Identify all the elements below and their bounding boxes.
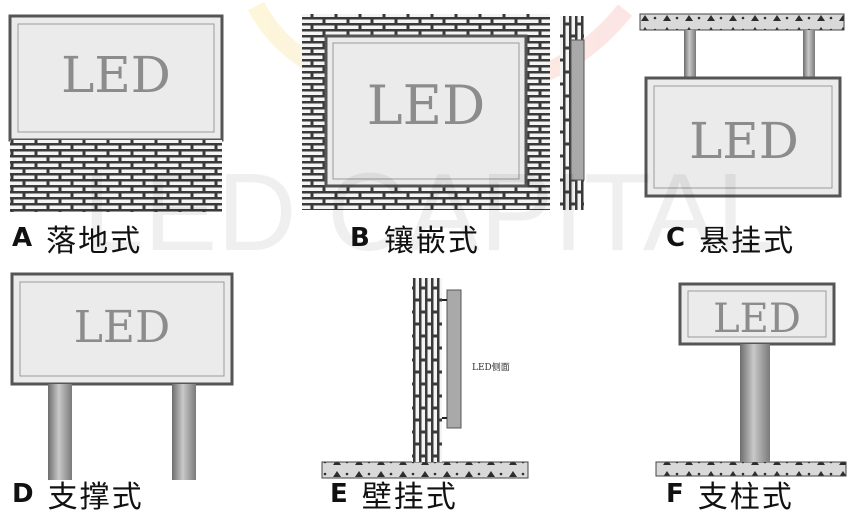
panel-b-side-screen xyxy=(570,39,585,181)
panel-d-letter: D xyxy=(12,479,34,509)
panel-c-caption: C 悬挂式 xyxy=(666,216,795,259)
panel-f-caption: F 支柱式 xyxy=(666,472,794,515)
panel-b-screen-text: LED xyxy=(367,74,486,137)
panel-c-screen xyxy=(644,76,842,198)
panel-a-illustration: LED xyxy=(8,14,224,212)
panel-c-label: 悬挂式 xyxy=(699,224,796,259)
panel-e-wall xyxy=(412,278,442,462)
panel-a-letter: A xyxy=(12,223,33,253)
panel-a-screen-text: LED xyxy=(61,46,171,104)
watermark-text: LED CAPITAL xyxy=(83,151,778,274)
panel-d-screen xyxy=(10,272,234,386)
panel-d-leg-left xyxy=(48,384,72,480)
panel-e-side-label: LED侧面 xyxy=(472,361,510,373)
panel-a-brick-base xyxy=(10,140,222,212)
panel-c-hanger-right xyxy=(803,30,815,78)
panel-d-illustration: LED xyxy=(10,272,234,480)
panel-c-screen-text: LED xyxy=(689,112,799,170)
panel-b-screen xyxy=(324,34,528,188)
panel-e-side-screen xyxy=(446,289,462,429)
panel-d-caption: D 支撑式 xyxy=(12,472,144,515)
panel-d-screen-text: LED xyxy=(74,302,171,353)
panel-c-hanger-left xyxy=(684,30,696,78)
panel-d-label: 支撑式 xyxy=(47,480,144,515)
panel-c-ceiling xyxy=(639,13,845,31)
panel-e-letter: E xyxy=(330,479,348,509)
panel-a-caption: A 落地式 xyxy=(12,216,142,259)
panel-b-label: 镶嵌式 xyxy=(383,224,480,259)
panel-e-label: 壁挂式 xyxy=(361,480,458,515)
panel-e-illustration: LED侧面 xyxy=(321,278,529,479)
panel-c-illustration: LED xyxy=(639,13,845,198)
panel-f-letter: F xyxy=(666,479,684,509)
panel-b-caption: B 镶嵌式 xyxy=(350,216,480,259)
panel-f-screen-text: LED xyxy=(713,296,801,342)
panel-c-letter: C xyxy=(666,223,686,253)
panel-f-label: 支柱式 xyxy=(697,480,794,515)
panel-b-letter: B xyxy=(350,223,370,253)
panel-f-pole xyxy=(740,344,770,462)
panel-b-illustration: LED xyxy=(302,14,585,210)
panel-f-screen xyxy=(678,282,836,346)
panel-f-illustration: LED xyxy=(655,282,847,477)
panel-a-label: 落地式 xyxy=(46,224,143,259)
panel-d-leg-right xyxy=(172,384,196,480)
panel-e-caption: E 壁挂式 xyxy=(330,472,458,515)
